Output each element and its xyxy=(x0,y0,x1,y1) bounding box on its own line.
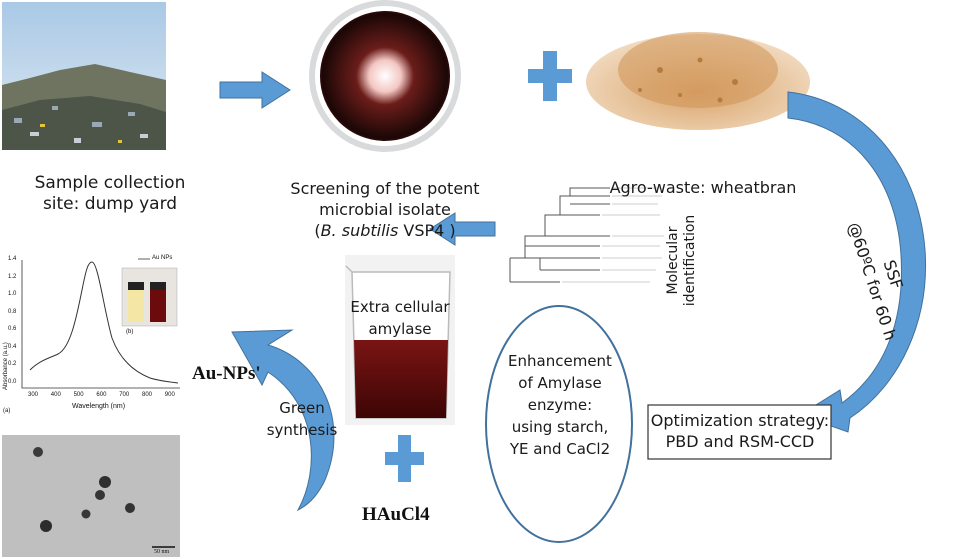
screening-caption-line3: (B. subtilis VSP4 ) xyxy=(280,220,490,241)
uvvis-ytick: 1.4 xyxy=(8,256,17,262)
arrow-sample-to-screening xyxy=(219,71,291,109)
phylogenetic-tree xyxy=(509,187,664,283)
green-synthesis-caption: Green synthesis xyxy=(262,397,342,441)
uvvis-xtick: 500 xyxy=(73,392,84,398)
uvvis-ytick: 0.2 xyxy=(8,361,17,367)
enhancement-line3: enzyme: xyxy=(527,396,593,414)
enhancement-line1: Enhancement xyxy=(508,352,612,370)
sample-collection-caption: Sample collection site: dump yard xyxy=(10,173,210,215)
enhancement-text: Enhancement of Amylase enzyme: using sta… xyxy=(490,350,630,460)
uvvis-legend: Au NPs xyxy=(152,255,173,261)
tem-scalebar-label: 50 nm xyxy=(154,549,170,555)
uvvis-axes xyxy=(21,260,180,389)
uvvis-panel-a: (a) xyxy=(3,408,11,414)
enhancement-line2: of Amylase xyxy=(518,374,602,392)
strain-name: VSP4 ) xyxy=(398,221,456,240)
curved-arrow-green-synthesis xyxy=(231,329,335,512)
uvvis-ytick: 0.6 xyxy=(8,326,17,332)
enhancement-line5: YE and CaCl2 xyxy=(509,440,611,458)
green-line1: Green xyxy=(279,399,325,417)
green-line2: synthesis xyxy=(266,421,338,439)
amylase-line1: Extra cellular xyxy=(350,298,450,316)
uvvis-ytick: 0.4 xyxy=(8,343,17,350)
molecular-identification-label: Molecular identification xyxy=(665,203,699,318)
amylase-beaker-photo xyxy=(345,255,455,425)
screening-caption-line1: Screening of the potent xyxy=(290,179,480,198)
uvvis-xtick: 800 xyxy=(142,392,153,398)
molecular-label-line2: identification xyxy=(682,214,698,307)
tem-image xyxy=(2,435,180,557)
optimization-text: Optimization strategy: PBD and RSM-CCD xyxy=(650,410,830,452)
enhancement-line4: using starch, xyxy=(511,418,609,436)
screening-caption-line2: microbial isolate xyxy=(319,200,451,219)
amylase-line2: amylase xyxy=(368,320,432,338)
uvvis-xtick: 300 xyxy=(28,392,39,398)
uvvis-xlabel: Wavelength (nm) xyxy=(72,403,126,410)
uvvis-chart xyxy=(0,250,185,422)
screening-open-paren: ( xyxy=(314,221,321,240)
agro-waste-caption: Agro-waste: wheatbran xyxy=(609,178,797,197)
dump-yard-photo xyxy=(2,2,166,150)
plus-sign-haucl4 xyxy=(385,435,424,482)
uvvis-panel-b: (b) xyxy=(126,329,134,335)
uvvis-ytick: 0.0 xyxy=(8,378,17,385)
wheatbran-photo xyxy=(586,32,810,130)
molecular-label-line1: Molecular xyxy=(665,226,681,295)
arrow-identification-to-screening xyxy=(429,212,496,246)
uvvis-absorbance-curve xyxy=(29,261,179,384)
uvvis-xtick: 900 xyxy=(164,392,175,398)
amylase-caption: Extra cellular amylase xyxy=(335,296,465,340)
enhancement-ellipse xyxy=(485,305,633,543)
haucl4-label: HAuCl4 xyxy=(362,504,430,525)
plus-sign-wheatbran xyxy=(528,51,572,101)
screening-caption: Screening of the potent microbial isolat… xyxy=(280,178,490,241)
sample-caption-line2: site: dump yard xyxy=(42,194,178,214)
uvvis-xtick: 700 xyxy=(119,392,130,398)
species-name: B. subtilis xyxy=(320,221,399,240)
optimization-box xyxy=(647,404,832,460)
uvvis-ytick: 1.0 xyxy=(8,291,17,297)
uvvis-xtick: 600 xyxy=(96,392,107,398)
au-nps-label: Au-NPs' xyxy=(192,363,261,384)
optimization-line1: Optimization strategy: xyxy=(650,411,830,430)
optimization-line2: PBD and RSM-CCD xyxy=(665,432,815,451)
uvvis-xtick: 400 xyxy=(50,392,61,398)
uvvis-ytick: 1.2 xyxy=(8,273,17,280)
petri-plate-photo xyxy=(309,0,461,152)
sample-caption-line1: Sample collection xyxy=(34,173,186,193)
uvvis-ytick: 0.8 xyxy=(8,308,17,315)
